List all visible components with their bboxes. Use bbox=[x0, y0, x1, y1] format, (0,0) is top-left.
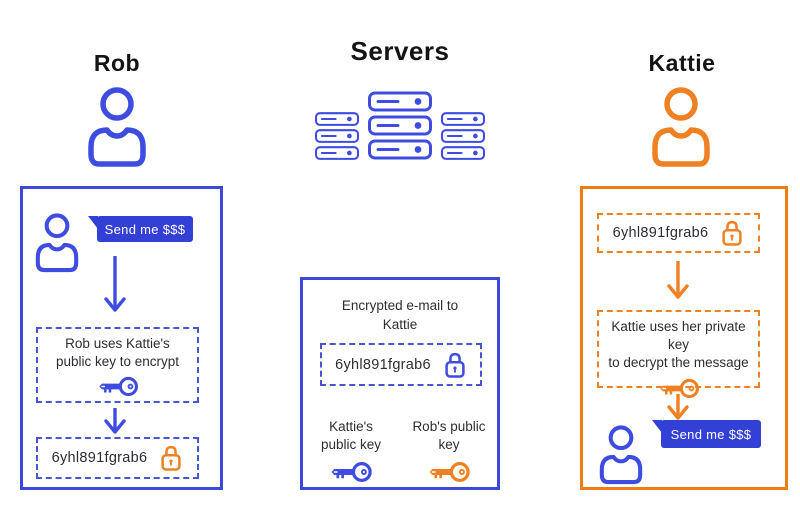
kattie-small-person-icon bbox=[597, 423, 645, 485]
rob-public-key-icon bbox=[425, 458, 473, 486]
server-rack-left-icon bbox=[315, 112, 359, 160]
kattie-title: Kattie bbox=[648, 50, 716, 76]
kattie-public-key-label: Kattie's public key bbox=[320, 419, 382, 452]
decrypt-step-box: Kattie uses her private key to decrypt t… bbox=[597, 310, 760, 398]
encrypted-email-title: Encrypted e-mail to Kattie bbox=[341, 298, 459, 332]
kattie-public-key-group: Kattie's public key bbox=[305, 418, 397, 486]
speech-bubble-text: Send me $$$ bbox=[104, 221, 186, 237]
padlock-icon bbox=[159, 444, 183, 472]
rob-person-icon bbox=[84, 84, 150, 168]
encrypted-email-panel: Encrypted e-mail to Kattie 6yhl891fgrab6… bbox=[300, 277, 500, 490]
ciphertext-box: 6yhl891fgrab6 bbox=[36, 437, 199, 479]
kattie-flow-panel: 6yhl891fgrab6 Kattie uses her private ke… bbox=[580, 186, 788, 490]
public-key-icon bbox=[38, 373, 197, 400]
encrypt-step-box: Rob uses Kattie's public key to encrypt bbox=[36, 327, 199, 403]
decrypt-step-text: Kattie uses her private key to decrypt t… bbox=[608, 319, 749, 371]
ciphertext: 6yhl891fgrab6 bbox=[335, 356, 431, 373]
rob-title: Rob bbox=[93, 50, 141, 76]
rob-public-key-label: Rob's public key bbox=[412, 419, 486, 452]
ciphertext-box: 6yhl891fgrab6 bbox=[597, 213, 760, 253]
server-rack-right-icon bbox=[441, 112, 485, 160]
down-arrow-icon bbox=[665, 394, 691, 420]
speech-bubble-text: Send me $$$ bbox=[670, 426, 752, 442]
rob-small-person-icon bbox=[33, 211, 81, 273]
down-arrow-icon bbox=[665, 261, 691, 299]
servers-title: Servers bbox=[350, 36, 450, 66]
padlock-icon bbox=[443, 351, 467, 379]
ciphertext-box: 6yhl891fgrab6 bbox=[320, 343, 482, 386]
rob-public-key-group: Rob's public key bbox=[403, 418, 495, 486]
down-arrow-icon bbox=[102, 256, 128, 312]
kattie-person-icon bbox=[648, 84, 714, 168]
kattie-public-key-icon bbox=[327, 458, 375, 486]
encrypt-step-text: Rob uses Kattie's public key to encrypt bbox=[55, 336, 180, 370]
down-arrow-icon bbox=[102, 408, 128, 434]
server-rack-center-icon bbox=[368, 91, 432, 160]
padlock-icon bbox=[720, 219, 744, 247]
ciphertext: 6yhl891fgrab6 bbox=[51, 450, 148, 466]
speech-bubble: Send me $$$ bbox=[661, 420, 761, 448]
rob-flow-panel: Send me $$$ Rob uses Kattie's public key… bbox=[20, 186, 223, 490]
ciphertext: 6yhl891fgrab6 bbox=[612, 225, 709, 241]
speech-bubble: Send me $$$ bbox=[97, 216, 193, 242]
